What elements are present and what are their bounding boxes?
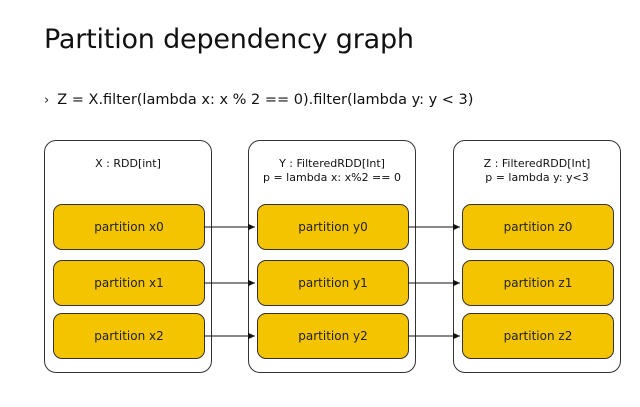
rdd-z-type: Z : FilteredRDD[Int] — [483, 157, 591, 170]
rdd-y-header: Y : FilteredRDD[Int] p = lambda x: x%2 =… — [249, 157, 415, 185]
partition-y2: partition y2 — [257, 313, 409, 359]
partition-y1: partition y1 — [257, 260, 409, 306]
bullet-line: › Z = X.filter(lambda x: x % 2 == 0).filt… — [44, 92, 473, 108]
rdd-x-header: X : RDD[int] — [45, 157, 211, 171]
partition-z1: partition z1 — [462, 260, 614, 306]
bullet-text: Z = X.filter(lambda x: x % 2 == 0).filte… — [57, 92, 474, 108]
rdd-z-box: Z : FilteredRDD[Int] p = lambda y: y<3 p… — [453, 140, 621, 373]
rdd-z-predicate: p = lambda y: y<3 — [485, 171, 589, 184]
partition-x1: partition x1 — [53, 260, 205, 306]
partition-x0: partition x0 — [53, 204, 205, 250]
rdd-y-box: Y : FilteredRDD[Int] p = lambda x: x%2 =… — [248, 140, 416, 373]
rdd-y-type: Y : FilteredRDD[Int] — [279, 157, 385, 170]
rdd-x-type: X : RDD[int] — [95, 157, 161, 170]
partition-y0: partition y0 — [257, 204, 409, 250]
rdd-y-predicate: p = lambda x: x%2 == 0 — [262, 171, 401, 184]
rdd-z-header: Z : FilteredRDD[Int] p = lambda y: y<3 — [454, 157, 620, 185]
partition-x2: partition x2 — [53, 313, 205, 359]
bullet-marker: › — [44, 93, 50, 108]
partition-z2: partition z2 — [462, 313, 614, 359]
rdd-x-box: X : RDD[int] partition x0 partition x1 p… — [44, 140, 212, 373]
slide-title: Partition dependency graph — [44, 24, 414, 55]
partition-z0: partition z0 — [462, 204, 614, 250]
